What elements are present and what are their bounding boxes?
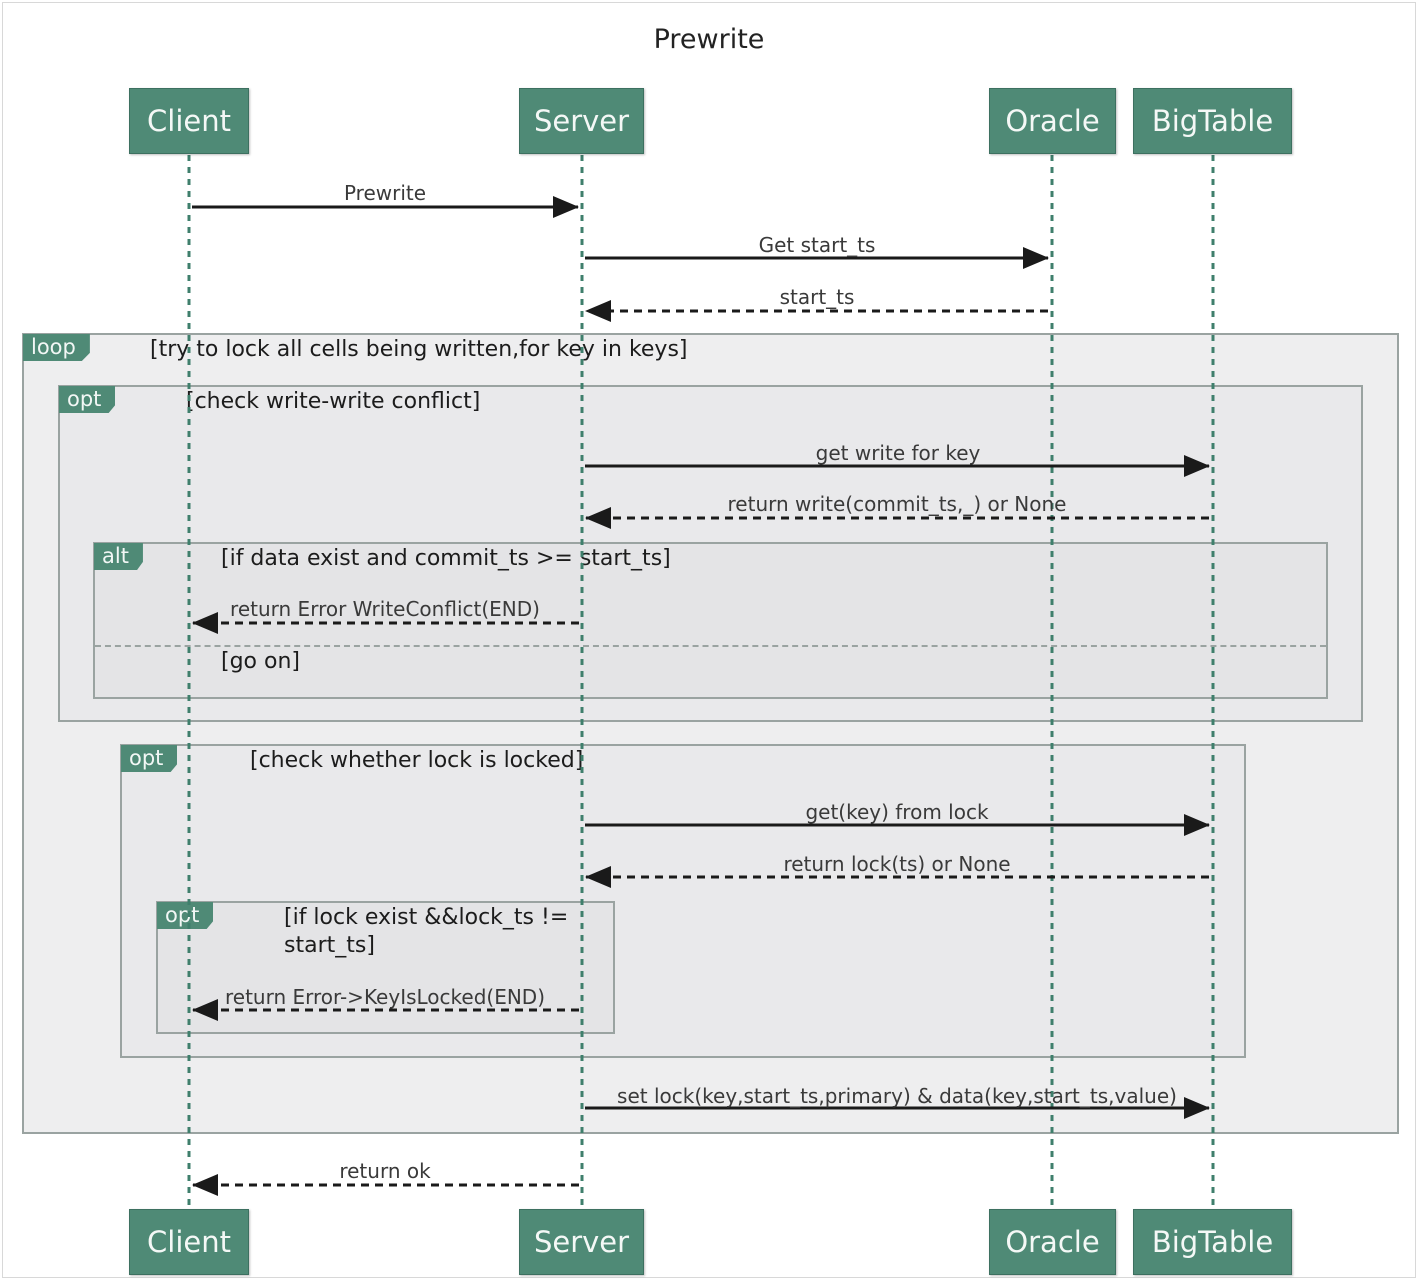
loop-frame-tag: loop [23,334,90,361]
message-label: set lock(key,start_ts,primary) & data(ke… [617,1084,1177,1108]
opt-frame-condition: [check write-write conflict] [186,389,481,414]
diagram-title: Prewrite [653,24,765,55]
message-label: return lock(ts) or None [783,852,1011,876]
participant-oracle-bottom: Oracle [989,1209,1116,1275]
loop-frame-condition: [try to lock all cells being written,for… [150,337,688,362]
participant-oracle-top: Oracle [989,88,1116,154]
message-label: start_ts [779,285,855,309]
opt-frame-tag: opt [121,745,178,772]
opt-lock-exist-frame: opt [if lock exist &&lock_ts != start_ts… [156,901,615,1034]
message-label: get write for key [815,441,981,465]
opt-frame-condition: [if lock exist &&lock_ts != start_ts] [284,905,569,958]
opt-frame-tag: opt [59,386,116,413]
alt-frame-tag: alt [94,543,143,570]
message-label: Get start_ts [758,233,876,257]
message-label: Prewrite [343,181,427,205]
message-label: return Error->KeyIsLocked(END) [224,985,546,1009]
opt-frame-condition: [check whether lock is locked] [250,748,584,773]
participant-server-bottom: Server [519,1209,644,1275]
alt-frame: alt [if data exist and commit_ts >= star… [93,542,1328,699]
opt-frame-tag: opt [157,902,214,929]
alt-frame-condition: [if data exist and commit_ts >= start_ts… [221,546,671,571]
participant-bigtable-bottom: BigTable [1133,1209,1292,1275]
message-label: get(key) from lock [805,800,989,824]
participant-client-top: Client [129,88,249,154]
alt-else-divider [95,645,1326,647]
message-label: return Error WriteConflict(END) [230,597,540,621]
alt-else-condition: [go on] [221,649,300,674]
participant-bigtable-top: BigTable [1133,88,1292,154]
message-label: return write(commit_ts,_) or None [727,492,1067,516]
participant-server-top: Server [519,88,644,154]
message-label: return ok [339,1159,431,1183]
participant-client-bottom: Client [129,1209,249,1275]
